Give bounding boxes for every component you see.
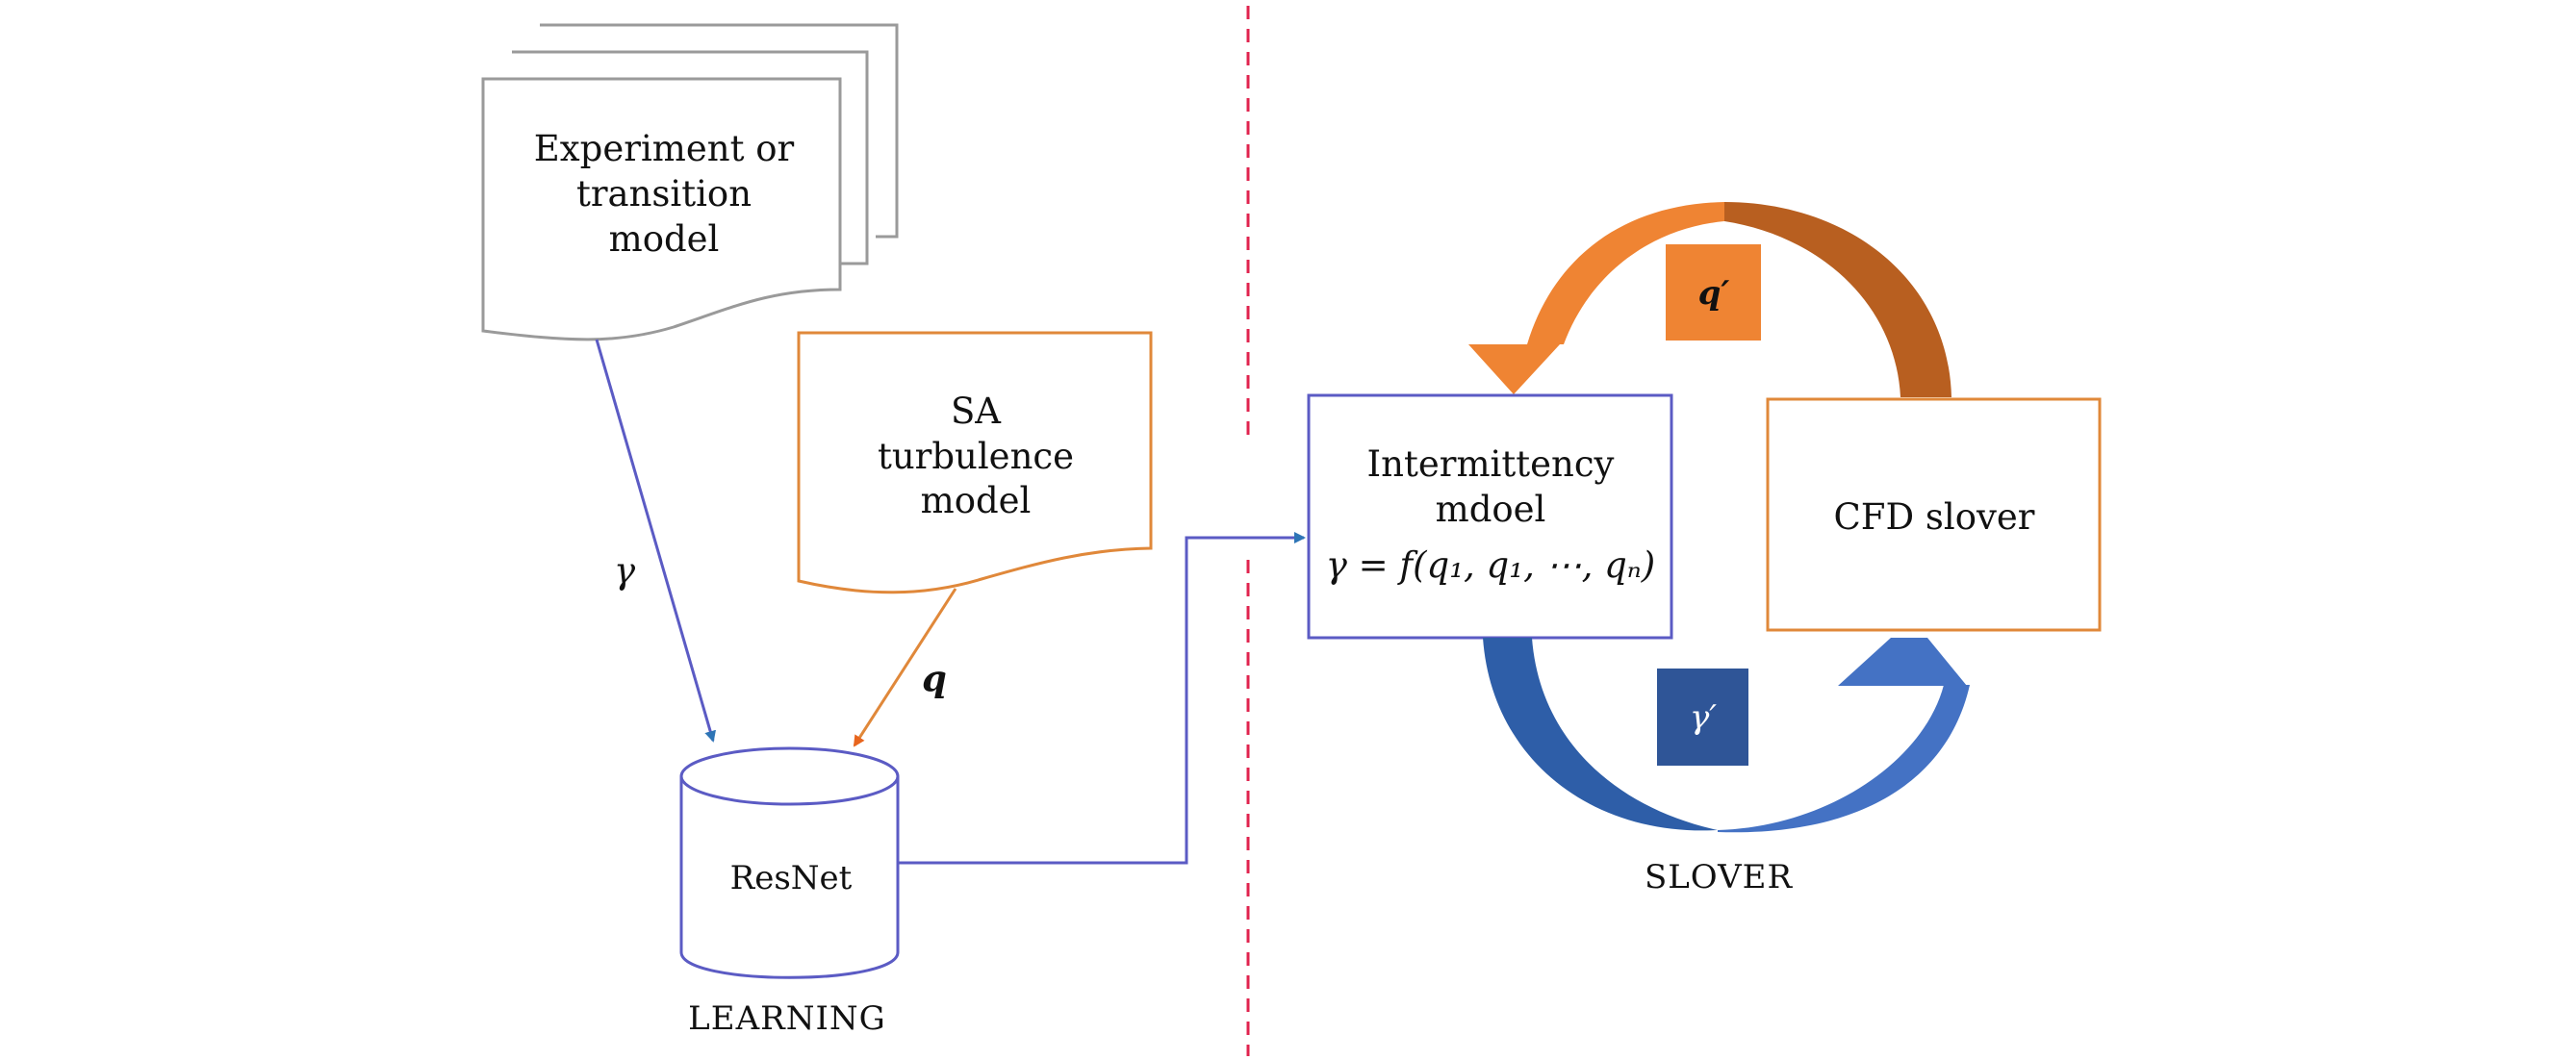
experiment-document-stack: Experiment or transition model <box>481 23 899 341</box>
orange-arc-left-half <box>1527 202 1724 344</box>
intermittency-model-box: Intermittency mdoel γ = f(q₁, q₁, ⋯, qₙ) <box>1307 393 1673 640</box>
gamma-prime-feedback-arrow <box>1483 638 1970 833</box>
blue-arc-right-half <box>1718 685 1970 833</box>
experiment-doc-line-1: Experiment or <box>534 128 795 169</box>
sa-doc-line-2: turbulence <box>878 436 1074 477</box>
intermittency-line-1: Intermittency <box>1367 443 1615 485</box>
orange-arc-right-half <box>1724 202 1951 397</box>
intermittency-box-frame <box>1307 393 1673 640</box>
intermittency-formula: γ = f(q₁, q₁, ⋯, qₙ) <box>1326 544 1656 586</box>
document-front <box>481 77 842 341</box>
q-prime-label: q′ <box>1698 274 1730 313</box>
gamma-edge-arrow <box>595 339 716 743</box>
learning-section-label: LEARNING <box>688 999 886 1038</box>
gamma-edge-label: γ <box>614 550 636 592</box>
resnet-label: ResNet <box>730 859 853 897</box>
q-prime-badge <box>1666 244 1761 341</box>
cfd-solver-box: CFD slover <box>1766 397 2102 632</box>
q-prime-feedback-arrow <box>1468 202 1951 397</box>
sa-doc-line-1: SA <box>951 391 1002 432</box>
sa-turbulence-document: SA turbulence model <box>797 331 1153 594</box>
blue-arrowhead-shaft <box>1891 638 1946 686</box>
q-edge-arrow <box>853 588 957 747</box>
intermittency-line-2: mdoel <box>1436 489 1546 530</box>
experiment-doc-line-3: model <box>609 218 720 260</box>
cylinder-body <box>679 776 900 979</box>
sa-doc-line-3: model <box>921 480 1032 521</box>
resnet-to-intermittency-connector <box>898 532 1306 865</box>
cylinder-top <box>679 746 900 806</box>
cfd-solver-label: CFD slover <box>1834 496 2035 538</box>
sa-document-shape <box>797 331 1153 594</box>
solver-section-label: SLOVER <box>1645 858 1794 896</box>
resnet-database: ResNet <box>679 746 900 979</box>
gamma-prime-badge <box>1657 669 1748 766</box>
orange-arrowhead <box>1468 344 1560 394</box>
experiment-doc-line-2: transition <box>576 173 752 215</box>
gamma-prime-label: γ′ <box>1690 698 1717 737</box>
cfd-box-frame <box>1766 397 2102 632</box>
q-edge-label: q <box>922 657 947 699</box>
blue-arc-left-half <box>1483 638 1718 831</box>
